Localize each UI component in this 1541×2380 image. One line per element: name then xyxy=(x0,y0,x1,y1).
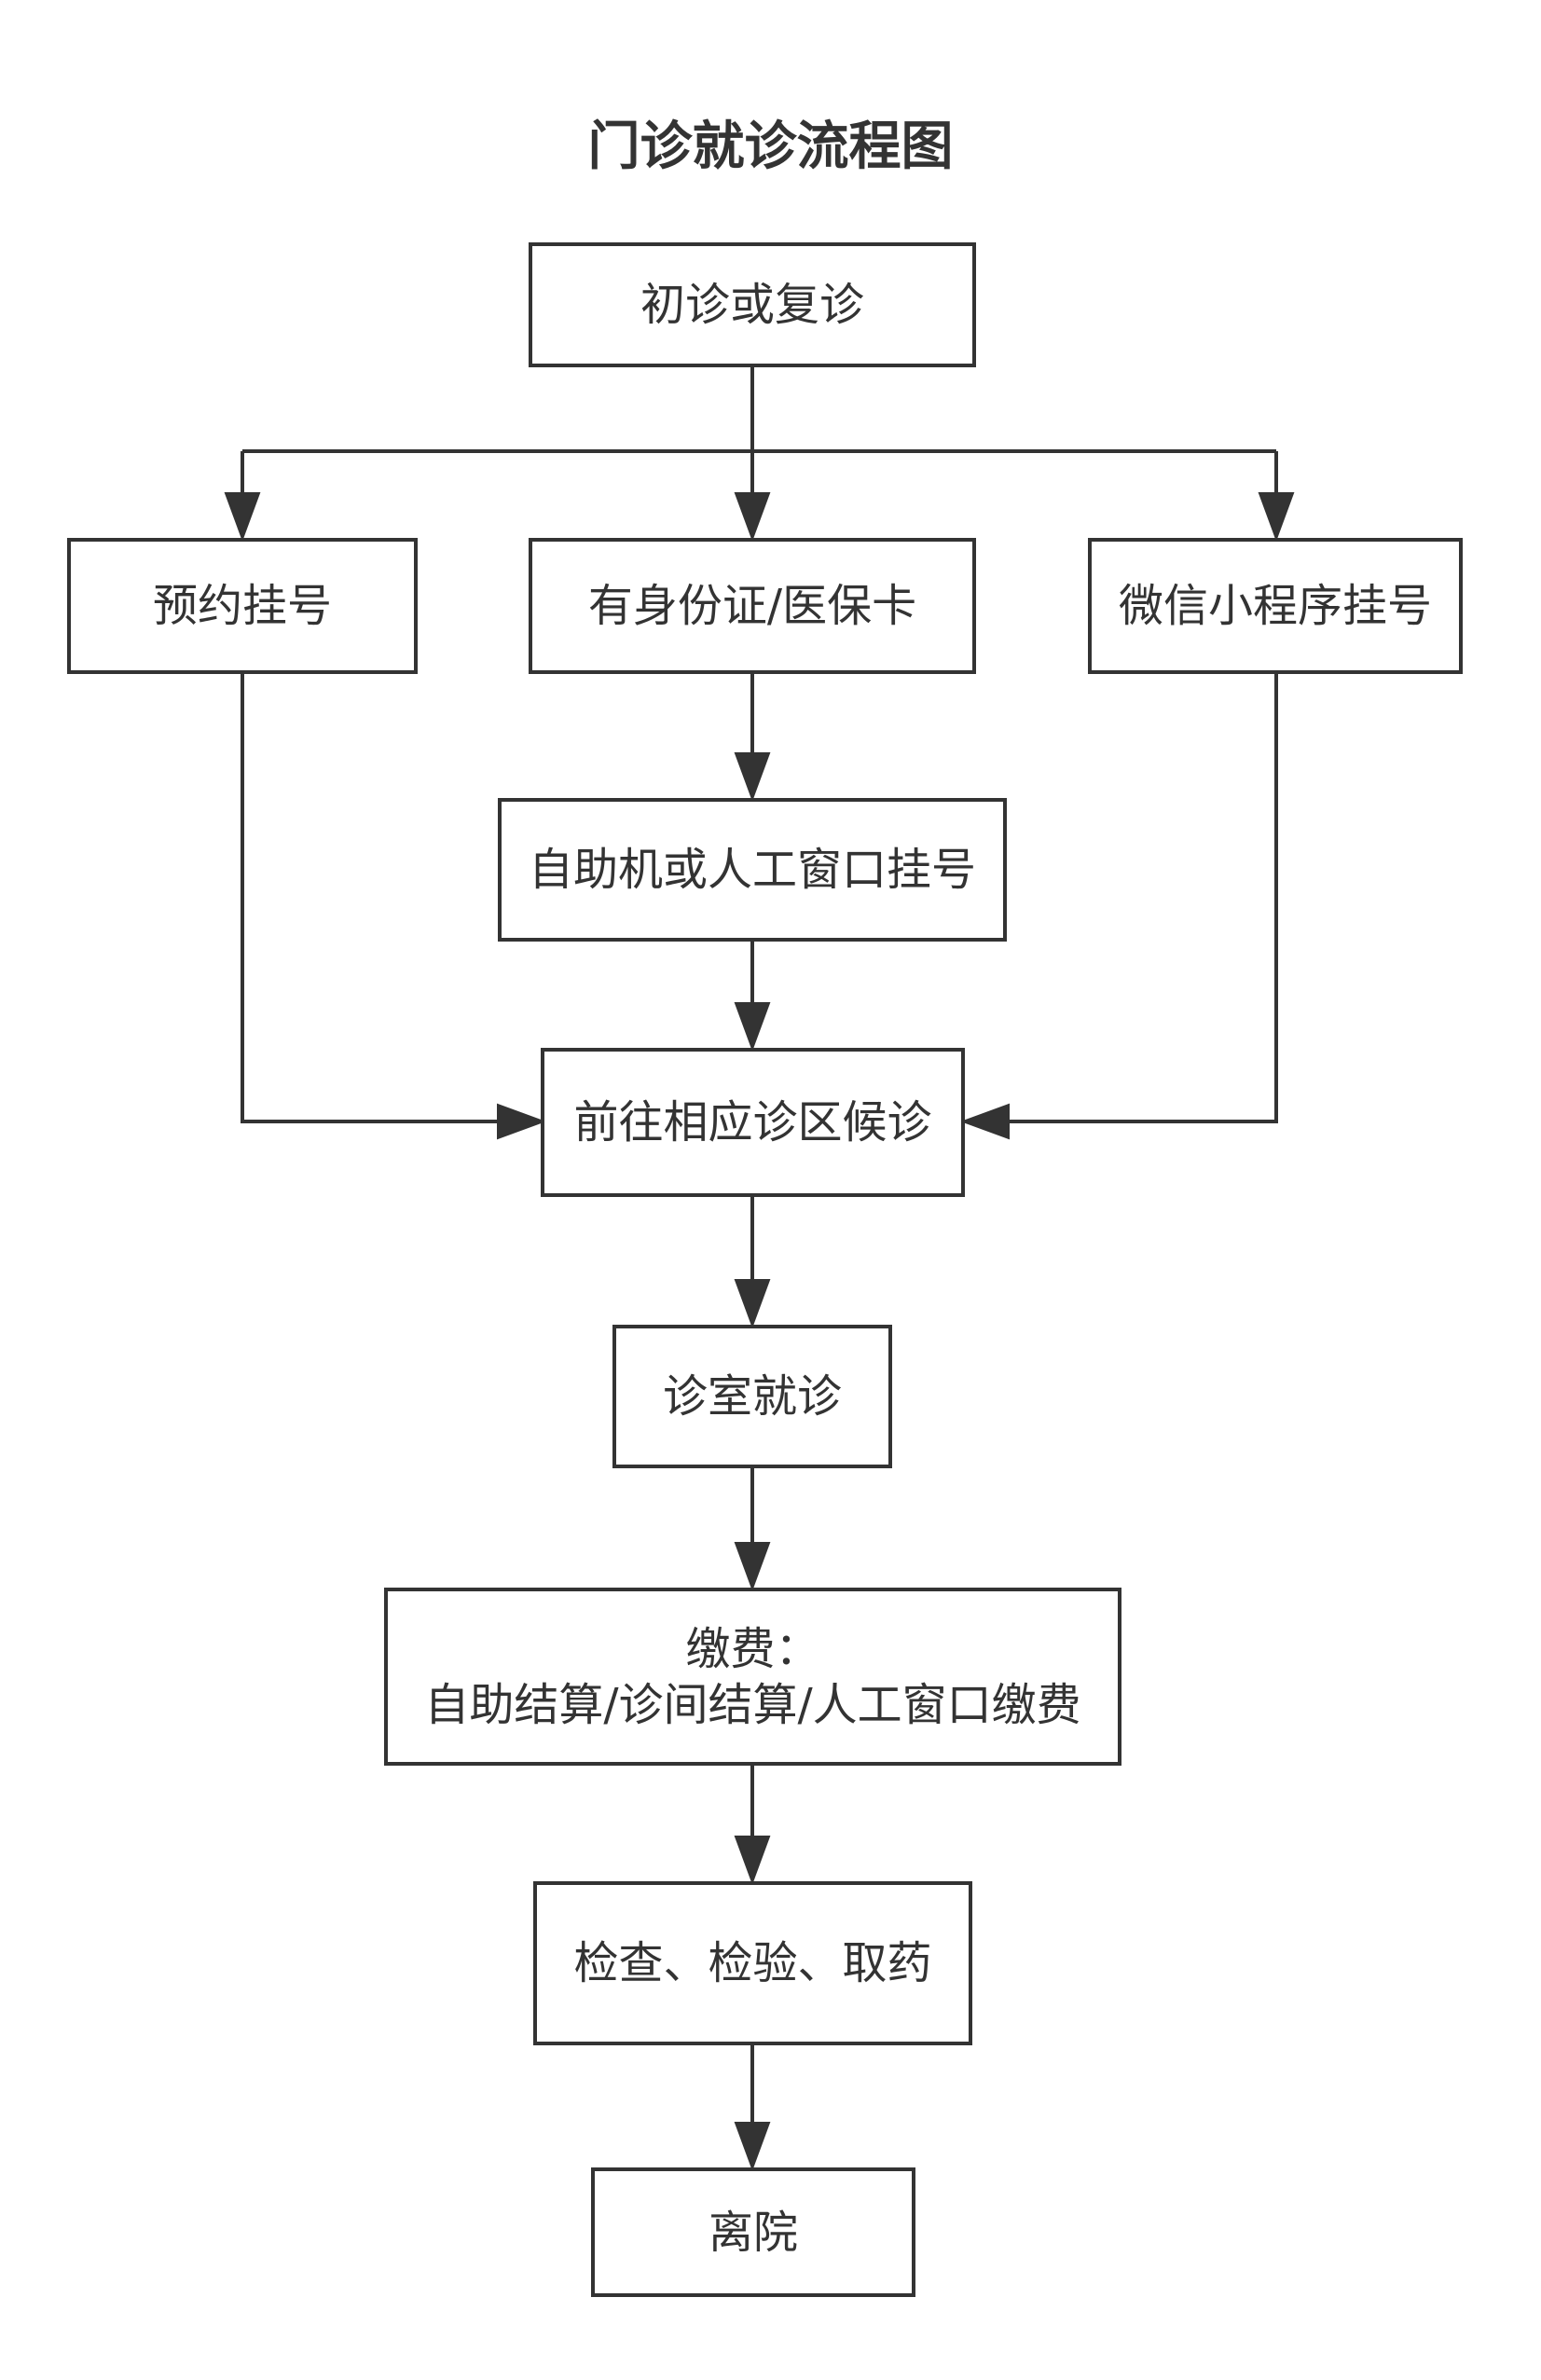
node-id-card-label: 有身份证/医保卡 xyxy=(587,580,917,632)
node-waiting-label: 前往相应诊区候诊 xyxy=(573,1096,932,1149)
node-wechat: 微信小程序挂号 xyxy=(1088,538,1463,674)
diagram-title: 门诊就诊流程图 xyxy=(587,117,954,177)
node-discharge-label: 离院 xyxy=(708,2206,798,2259)
arrowhead-waiting-right xyxy=(960,1103,1010,1140)
node-id-card: 有身份证/医保卡 xyxy=(529,538,976,674)
node-self-service: 自助机或人工窗口挂号 xyxy=(498,798,1007,942)
node-consultation: 诊室就诊 xyxy=(612,1325,892,1468)
node-payment-label-line1: 缴费： xyxy=(685,1622,820,1675)
arrowhead-discharge xyxy=(734,2122,771,2171)
arrowhead-wechat xyxy=(1258,492,1295,542)
node-tests-label: 检查、检验、取药 xyxy=(573,1937,932,1989)
node-appointment-label: 预约挂号 xyxy=(152,580,332,632)
node-consultation-label: 诊室就诊 xyxy=(662,1370,842,1423)
node-waiting: 前往相应诊区候诊 xyxy=(541,1048,965,1197)
arrowhead-id-card xyxy=(734,492,771,542)
node-initial-label: 初诊或复诊 xyxy=(640,279,864,331)
arrowhead-self-service xyxy=(734,752,771,802)
arrowhead-consultation xyxy=(734,1279,771,1328)
arrowhead-payment xyxy=(734,1542,771,1591)
node-tests: 检查、检验、取药 xyxy=(533,1881,972,2045)
connector-appointment-to-waiting xyxy=(241,672,503,1123)
arrowhead-waiting-left xyxy=(497,1103,546,1140)
node-wechat-label: 微信小程序挂号 xyxy=(1118,580,1432,632)
node-discharge: 离院 xyxy=(591,2167,915,2297)
connector-wechat-to-waiting xyxy=(1001,672,1278,1123)
node-payment-label-line2: 自助结算/诊间结算/人工窗口缴费 xyxy=(424,1678,1081,1731)
node-payment: 缴费： 自助结算/诊间结算/人工窗口缴费 xyxy=(384,1588,1121,1766)
arrowhead-tests xyxy=(734,1836,771,1885)
arrowhead-waiting-top xyxy=(734,1002,771,1052)
node-initial: 初诊或复诊 xyxy=(529,242,976,367)
node-self-service-label: 自助机或人工窗口挂号 xyxy=(528,844,976,896)
arrowhead-appointment xyxy=(224,492,261,542)
node-appointment: 预约挂号 xyxy=(67,538,418,674)
